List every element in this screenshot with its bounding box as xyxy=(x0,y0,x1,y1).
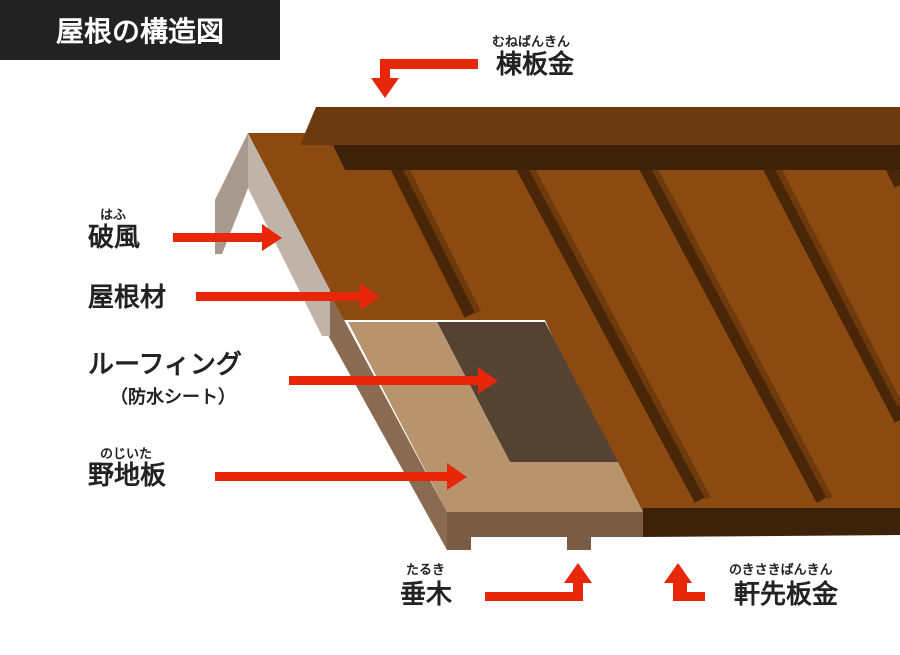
ridge-shadow xyxy=(333,145,900,170)
gable-board-label: 破風 xyxy=(88,223,141,253)
arrow-roofing-material xyxy=(196,283,380,310)
rafter xyxy=(567,537,591,550)
arrow-gable-board xyxy=(173,224,282,251)
arrow-underlayment xyxy=(289,367,498,394)
eave-flashing-label: 軒先板金 xyxy=(734,580,839,610)
sheathing-side-edge xyxy=(328,290,447,550)
arrow-sheathing xyxy=(215,463,467,490)
sheathing-front-edge xyxy=(447,512,643,537)
arrow-eave-flashing xyxy=(664,563,705,601)
roofing-material-label: 屋根材 xyxy=(88,283,167,313)
rafter-label: 垂木 xyxy=(400,580,453,610)
rafter xyxy=(447,537,471,550)
gable-board-ruby: はふ xyxy=(100,208,127,223)
underlayment xyxy=(437,322,618,462)
rafter-ruby: たるき xyxy=(406,563,446,578)
ridge-cap-ruby: むねばんきん xyxy=(492,35,571,50)
arrow-rafter xyxy=(485,563,592,601)
arrows xyxy=(173,59,705,601)
ridge-cap-label: 棟板金 xyxy=(496,50,575,80)
underlayment-sublabel: （防水シート） xyxy=(110,387,236,408)
sheathing-board xyxy=(348,322,643,512)
sheathing-ruby: のじいた xyxy=(100,447,153,462)
arrow-ridge-cap xyxy=(371,59,478,98)
eave-flashing xyxy=(643,508,900,537)
page-title: 屋根の構造図 xyxy=(0,0,280,60)
sheathing-label: 野地板 xyxy=(88,461,167,491)
roof-surface xyxy=(248,133,900,535)
ridge-cap xyxy=(300,107,900,145)
eave-flashing-ruby: のきさきばんきん xyxy=(729,563,833,578)
underlayment-label: ルーフィング xyxy=(88,350,242,380)
